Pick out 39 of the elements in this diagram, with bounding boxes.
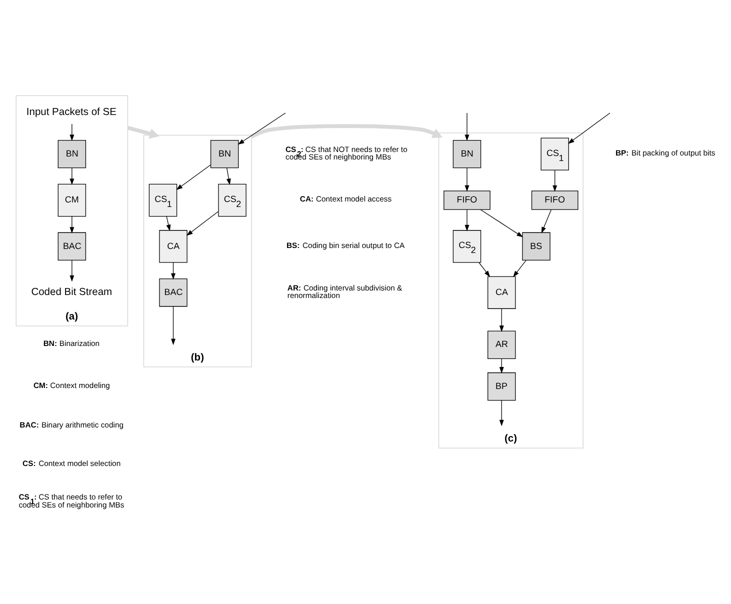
arrow [478, 262, 490, 278]
arrow [464, 112, 470, 142]
node-box: BN [210, 140, 239, 168]
arrow [176, 164, 211, 190]
arrow [464, 168, 470, 192]
arrow [70, 216, 74, 234]
arrow [499, 400, 504, 426]
arrow [513, 260, 526, 278]
arrow [171, 262, 176, 280]
arrow [552, 170, 558, 192]
node-box: BS [522, 232, 550, 261]
arrow [499, 308, 504, 332]
arrow [70, 124, 74, 142]
arrow [70, 260, 74, 282]
node-box: CM [58, 184, 86, 217]
arrow [186, 211, 219, 236]
node-box: CA [159, 230, 188, 263]
node-text: Coded Bit Stream [31, 287, 112, 298]
arrow [464, 209, 470, 232]
arrow [171, 306, 176, 346]
node-box: BP [488, 372, 516, 401]
node-box: BN [452, 140, 482, 168]
arrow [568, 112, 610, 144]
node-box: BAC [159, 278, 188, 307]
node-box: BAC [58, 232, 86, 261]
node-text: Input Packets of SE [26, 106, 116, 118]
node-box: CA [488, 276, 516, 309]
arrow [480, 209, 524, 238]
arrow [541, 209, 552, 234]
arrow [127, 126, 160, 139]
node-box: FIFO [531, 190, 578, 210]
node-box: AR [488, 330, 516, 359]
arrow [70, 168, 74, 186]
arrow [226, 168, 231, 186]
node-box: BN [58, 140, 86, 168]
arrow [166, 216, 171, 232]
node-box: FIFO [444, 190, 490, 210]
arrow [238, 112, 286, 145]
arrow [250, 124, 443, 138]
